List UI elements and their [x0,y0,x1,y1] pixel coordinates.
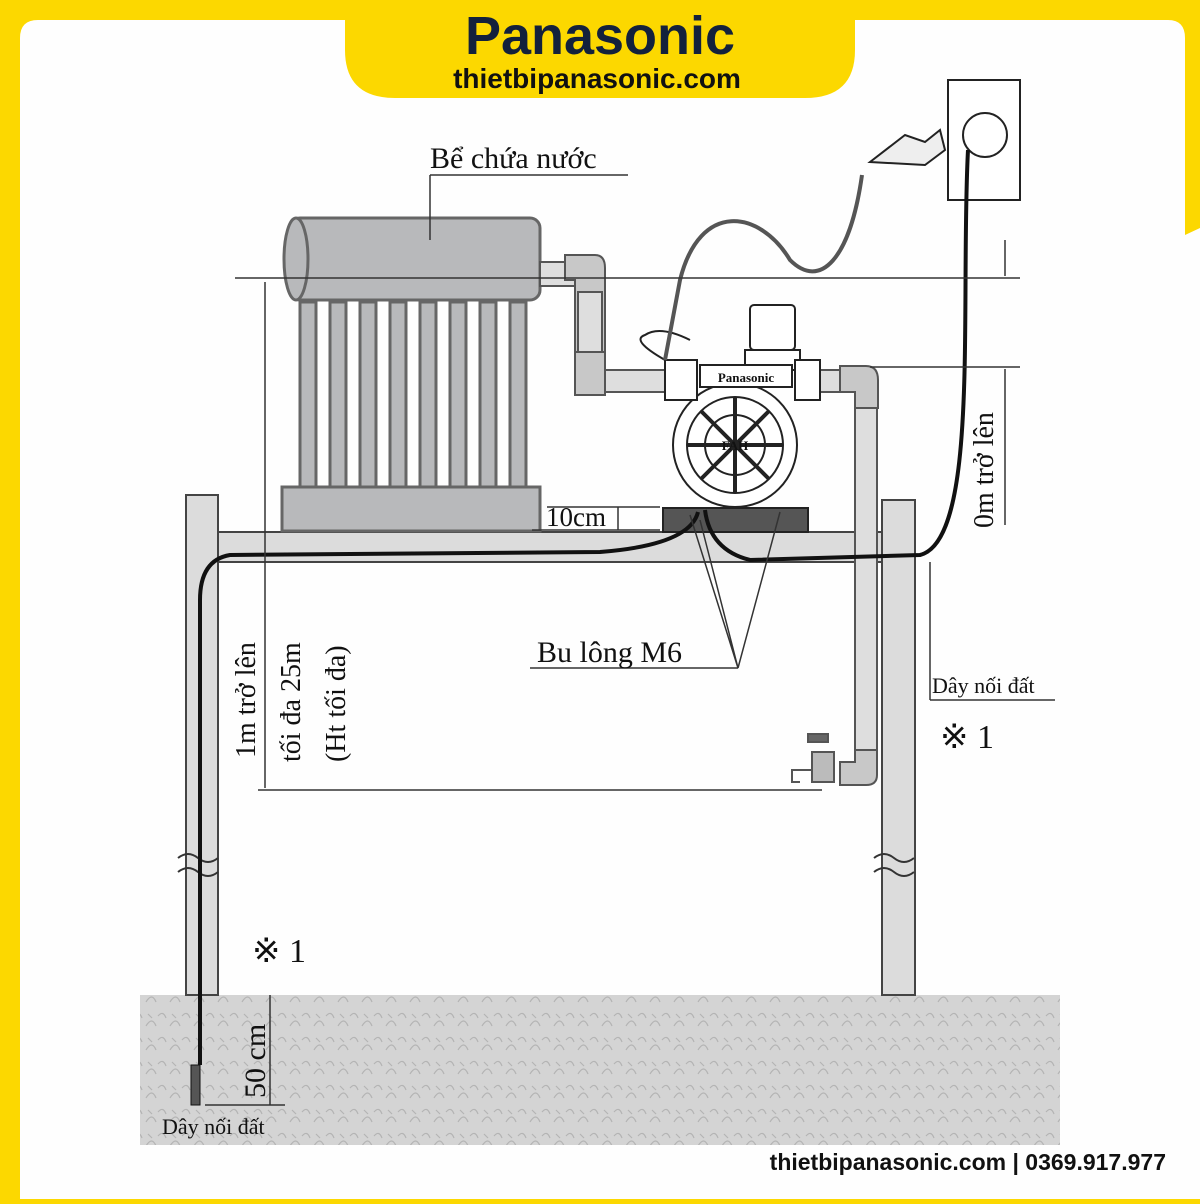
inlet-pipe [539,254,666,396]
pump-height-label: 0m trở lên [969,412,1000,528]
ground-wire-right [703,149,970,563]
note-left: ※ 1 [252,933,306,970]
suction-label-1: 1m trở lên [231,642,262,758]
ground [140,995,1060,1145]
ground-wire-left [198,511,700,1065]
water-tank [280,216,542,533]
suction-label-3: (Ht tối đa) [321,645,352,762]
tank-label: Bể chứa nước [430,142,597,175]
pump [639,304,821,533]
ground-wire-label-left: Dây nối đất [162,1114,265,1139]
ground-wire-label-right: Dây nối đất [932,673,1035,698]
rod-depth-label: 50 cm [239,1024,272,1098]
header-tab [345,0,855,98]
pump-brand-label: Panasonic [718,370,775,385]
suction-label-2: tối đa 25m [276,642,307,762]
footer-contact: thietbipanasonic.com | 0369.917.977 [770,1149,1166,1175]
ground-rod [190,1064,201,1106]
bolts-label: Bu lông M6 [537,636,682,669]
dimension-lines [205,174,1055,1106]
brand-website: thietbipanasonic.com [453,63,741,94]
base-height-label: 10cm [546,502,606,532]
power-cord [663,174,864,361]
outlet-pipe [791,365,879,786]
brand-logo: Panasonic [465,6,735,66]
note-right: ※ 1 [940,719,994,756]
power-socket [947,79,1021,201]
pump-model-label: FAH [722,438,748,453]
plug [867,128,947,167]
